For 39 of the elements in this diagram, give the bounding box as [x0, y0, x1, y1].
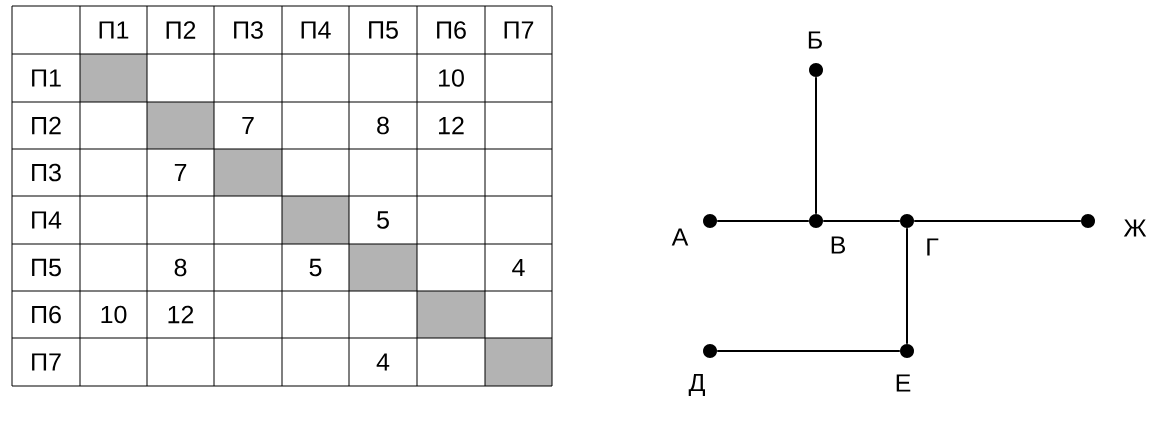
connector-line	[906, 227, 908, 345]
vertex-label: Ж	[1123, 219, 1147, 237]
table-header: П4	[32, 211, 62, 229]
cell-value: 5	[377, 211, 389, 229]
vertex-label: Е	[896, 374, 911, 392]
vertex-label: Г	[927, 238, 939, 256]
table-header: П1	[32, 69, 61, 87]
cell-value: 7	[174, 163, 187, 182]
cell-value: 5	[309, 258, 322, 277]
table-header: П7	[504, 21, 534, 39]
cell-value: 12	[439, 116, 464, 135]
vertex-label: А	[671, 228, 689, 246]
table-header: П2	[166, 21, 196, 39]
connector-line	[822, 220, 901, 222]
vertex-label: Д	[688, 373, 705, 397]
connector-line	[815, 76, 817, 215]
cell-value: 10	[101, 305, 127, 324]
table-header: П3	[32, 163, 61, 182]
cell-value: 10	[439, 69, 464, 87]
cell-value: 7	[242, 116, 254, 135]
table-header: П3	[234, 21, 263, 39]
table-header: П7	[32, 353, 61, 371]
vertex-label: В	[831, 236, 845, 254]
table-header: П4	[301, 21, 331, 39]
cell-value: 12	[168, 305, 194, 324]
connector-line	[913, 220, 1082, 222]
table-header: П5	[32, 258, 61, 277]
connector-line	[716, 350, 901, 352]
table-header: П2	[32, 116, 61, 135]
table-header: П1	[99, 21, 129, 39]
table-header: П6	[32, 305, 61, 324]
vertex-label: Б	[808, 31, 822, 49]
cell-value: 4	[512, 258, 525, 277]
cell-value: 8	[377, 116, 389, 135]
table-header: П6	[437, 21, 466, 39]
cell-value: 8	[174, 258, 187, 277]
table-header: П5	[369, 21, 398, 39]
cell-value: 4	[376, 353, 390, 371]
connector-line	[716, 220, 810, 222]
